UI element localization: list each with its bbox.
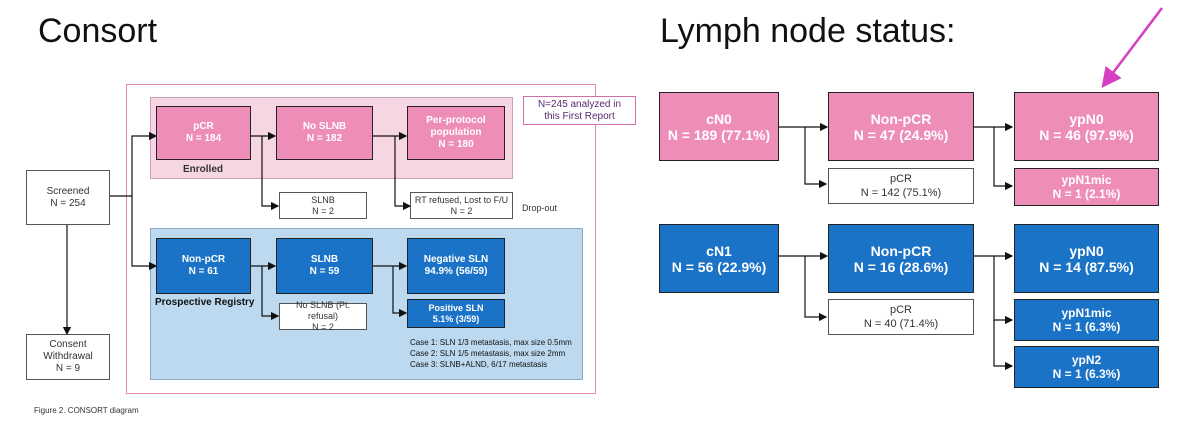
cn0-label: cN0 — [706, 110, 732, 127]
pcr-count: N = 184 — [185, 133, 222, 144]
positive-sln-value: 5.1% (3/59) — [432, 313, 480, 324]
slnb-box: SLNB N = 59 — [276, 238, 373, 294]
analyzed-note-line1: N=245 analyzed in — [537, 98, 622, 110]
no-slnb-count: N = 182 — [306, 133, 343, 144]
cn1-non-pcr-count: N = 16 (28.6%) — [853, 258, 949, 275]
negative-sln-value: 94.9% (56/59) — [424, 266, 488, 277]
positive-sln-box: Positive SLN 5.1% (3/59) — [407, 299, 505, 328]
rt-refused-label: RT refused, Lost to F/U — [414, 194, 509, 205]
per-protocol-box: Per-protocol population N = 180 — [407, 106, 505, 160]
rt-refused-box: RT refused, Lost to F/U N = 2 — [410, 192, 513, 219]
cases-list: Case 1: SLN 1/3 metastasis, max size 0.5… — [410, 337, 580, 370]
cn1-ypn1mic-label: ypN1mic — [1061, 306, 1112, 320]
cn0-pcr-count: N = 142 (75.1%) — [860, 187, 942, 199]
dropout-label: Drop-out — [522, 203, 558, 213]
screened-box: Screened N = 254 — [26, 170, 110, 225]
cn1-label: cN1 — [706, 242, 732, 259]
slnb-dropout-count: N = 2 — [312, 205, 334, 216]
cn1-count: N = 56 (22.9%) — [671, 258, 767, 275]
cn1-box: cN1 N = 56 (22.9%) — [659, 224, 779, 293]
analyzed-note-line2: this First Report — [544, 110, 615, 122]
withdrawal-label-1: Consent — [49, 339, 87, 350]
withdrawal-label-2: Withdrawal — [43, 351, 93, 362]
negative-sln-box: Negative SLN 94.9% (56/59) — [407, 238, 505, 294]
cn1-ypn2-count: N = 1 (6.3%) — [1052, 367, 1121, 381]
cn0-box: cN0 N = 189 (77.1%) — [659, 92, 779, 161]
cn1-pcr-label: pCR — [889, 304, 912, 316]
cn0-non-pcr-label: Non-pCR — [870, 110, 932, 127]
slnb-dropout-label: SLNB — [311, 194, 335, 205]
positive-sln-label: Positive SLN — [428, 302, 484, 313]
cn0-pcr-box: pCR N = 142 (75.1%) — [828, 168, 974, 204]
magenta-pointer-arrow — [1101, 7, 1163, 88]
cn1-ypn0-count: N = 14 (87.5%) — [1039, 258, 1134, 275]
case-1: Case 1: SLN 1/3 metastasis, max size 0.5… — [410, 338, 572, 347]
cn0-ypn0-box: ypN0 N = 46 (97.9%) — [1014, 92, 1159, 161]
case-3: Case 3: SLNB+ALND, 6/17 metastasis — [410, 360, 548, 369]
cn1-non-pcr-label: Non-pCR — [870, 242, 932, 259]
lymph-node-title: Lymph node status: — [660, 12, 956, 50]
no-slnb-refusal-label: No SLNB (Pt. refusal) — [295, 300, 351, 321]
slnb-dropout-box: SLNB N = 2 — [279, 192, 367, 219]
screened-count: N = 254 — [50, 197, 86, 209]
figure-caption: Figure 2. CONSORT diagram — [34, 406, 139, 415]
cn1-ypn1mic-count: N = 1 (6.3%) — [1052, 320, 1121, 334]
cn0-ypn1mic-box: ypN1mic N = 1 (2.1%) — [1014, 168, 1159, 206]
enrolled-label: Enrolled — [183, 164, 224, 175]
cn1-pcr-box: pCR N = 40 (71.4%) — [828, 299, 974, 335]
no-slnb-refusal-box: No SLNB (Pt. refusal) N = 2 — [279, 300, 367, 332]
cn1-pcr-count: N = 40 (71.4%) — [863, 318, 939, 330]
per-protocol-label-2: population — [430, 127, 482, 138]
cn0-non-pcr-box: Non-pCR N = 47 (24.9%) — [828, 92, 974, 161]
pcr-box: pCR N = 184 — [156, 106, 251, 160]
slnb-label: SLNB — [310, 254, 339, 265]
cn1-ypn2-label: ypN2 — [1071, 353, 1102, 367]
cn1-ypn0-label: ypN0 — [1069, 242, 1104, 259]
non-pcr-count: N = 61 — [188, 266, 219, 277]
analyzed-note: N=245 analyzed in this First Report — [523, 96, 636, 125]
cn0-ypn1mic-label: ypN1mic — [1061, 173, 1112, 187]
cn1-ypn1mic-box: ypN1mic N = 1 (6.3%) — [1014, 299, 1159, 341]
outer-frame — [126, 84, 596, 394]
cn0-pcr-label: pCR — [889, 173, 912, 185]
cn1-ypn2-box: ypN2 N = 1 (6.3%) — [1014, 346, 1159, 388]
cn0-ypn0-count: N = 46 (97.9%) — [1039, 126, 1134, 143]
per-protocol-label-1: Per-protocol — [426, 115, 486, 126]
cn0-ypn1mic-count: N = 1 (2.1%) — [1052, 187, 1121, 201]
withdrawal-count: N = 9 — [55, 363, 81, 374]
case-2: Case 2: SLN 1/5 metastasis, max size 2mm — [410, 349, 566, 358]
registry-label: Prospective Registry — [155, 297, 255, 308]
no-slnb-refusal-count: N = 2 — [312, 322, 334, 332]
consent-withdrawal-box: Consent Withdrawal N = 9 — [26, 334, 110, 380]
pcr-label: pCR — [193, 121, 214, 132]
non-pcr-label: Non-pCR — [181, 254, 226, 265]
negative-sln-label: Negative SLN — [423, 254, 489, 265]
cn1-ypn0-box: ypN0 N = 14 (87.5%) — [1014, 224, 1159, 293]
rt-refused-count: N = 2 — [450, 205, 473, 216]
per-protocol-count: N = 180 — [438, 139, 474, 150]
no-slnb-label: No SLNB — [302, 121, 347, 132]
no-slnb-box: No SLNB N = 182 — [276, 106, 373, 160]
slnb-count: N = 59 — [309, 266, 340, 277]
screened-label: Screened — [46, 185, 90, 197]
consort-title: Consort — [38, 12, 158, 50]
cn0-count: N = 189 (77.1%) — [667, 126, 771, 143]
cn1-non-pcr-box: Non-pCR N = 16 (28.6%) — [828, 224, 974, 293]
cn0-non-pcr-count: N = 47 (24.9%) — [853, 126, 949, 143]
cn0-ypn0-label: ypN0 — [1069, 110, 1104, 127]
non-pcr-box: Non-pCR N = 61 — [156, 238, 251, 294]
